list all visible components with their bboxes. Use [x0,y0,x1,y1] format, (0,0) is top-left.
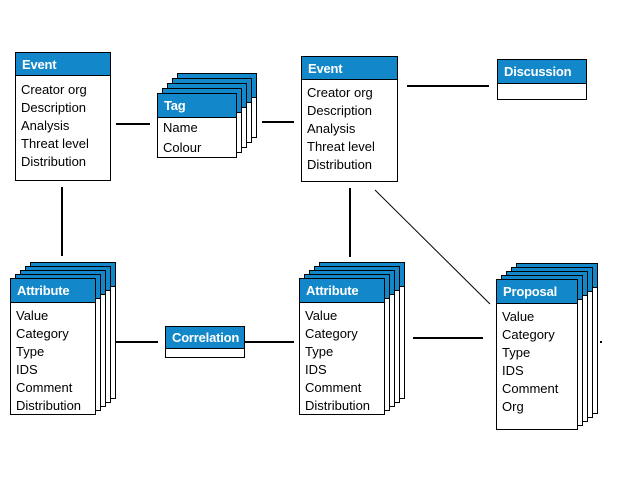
entity-field: Value [502,309,535,324]
entity-field: Analysis [21,118,70,133]
entity-field: Category [502,327,555,342]
entity-title: Event [302,57,397,80]
entity-title: Discussion [498,60,586,84]
entity-fields: Creator org Description Analysis Threat … [16,76,110,171]
entity-fields: Value Category Type IDS Comment Distribu… [11,303,95,415]
entity-field: Creator org [21,82,87,97]
entity-field: Category [305,326,358,341]
stray-mark [600,341,602,343]
entity-title: Correlation [166,327,244,349]
entity-event-left: Event Creator org Description Analysis T… [15,52,111,181]
entity-title: Attribute [300,279,384,303]
entity-field: Threat level [21,136,89,151]
entity-proposal: Proposal Value Category Type IDS Comment… [496,279,578,430]
entity-field: Type [502,345,531,360]
entity-field: Type [305,344,334,359]
entity-field: Distribution [21,154,87,169]
entity-field: IDS [16,362,38,377]
entity-title: Proposal [497,280,577,304]
entity-fields: Value Category Type IDS Comment Org [497,304,577,416]
entity-tag: Tag Name Colour [157,93,237,158]
entity-field: Org [502,399,524,414]
entity-field: Creator org [307,85,373,100]
entity-attribute-left: Attribute Value Category Type IDS Commen… [10,278,96,415]
entity-field: Distribution [307,157,373,172]
entity-correlation: Correlation [165,326,245,358]
entity-fields: Creator org Description Analysis Threat … [302,80,397,174]
entity-title: Tag [158,94,236,118]
entity-attribute-center: Attribute Value Category Type IDS Commen… [299,278,385,415]
entity-fields: Value Category Type IDS Comment Distribu… [300,303,384,415]
entity-field: Value [16,308,49,323]
entity-title: Event [16,53,110,76]
entity-title: Attribute [11,279,95,303]
entity-field: Comment [16,380,73,395]
entity-field: Colour [163,140,202,155]
entity-field: Distribution [305,398,371,413]
entity-field: Name [163,120,198,135]
entity-field: Category [16,326,69,341]
entity-field: Description [307,103,373,118]
entity-field: IDS [502,363,524,378]
entity-field: Type [16,344,45,359]
entity-field: Description [21,100,87,115]
entity-fields: Name Colour [158,118,236,158]
entity-field: Value [305,308,338,323]
entity-field: Analysis [307,121,356,136]
entity-discussion: Discussion [497,59,587,100]
entity-field: Comment [305,380,362,395]
entity-field: Comment [502,381,559,396]
entity-event-center: Event Creator org Description Analysis T… [301,56,398,182]
entity-field: Distribution [16,398,82,413]
edge-event-center-proposal [374,189,491,305]
entity-field: Threat level [307,139,375,154]
entity-field: IDS [305,362,327,377]
